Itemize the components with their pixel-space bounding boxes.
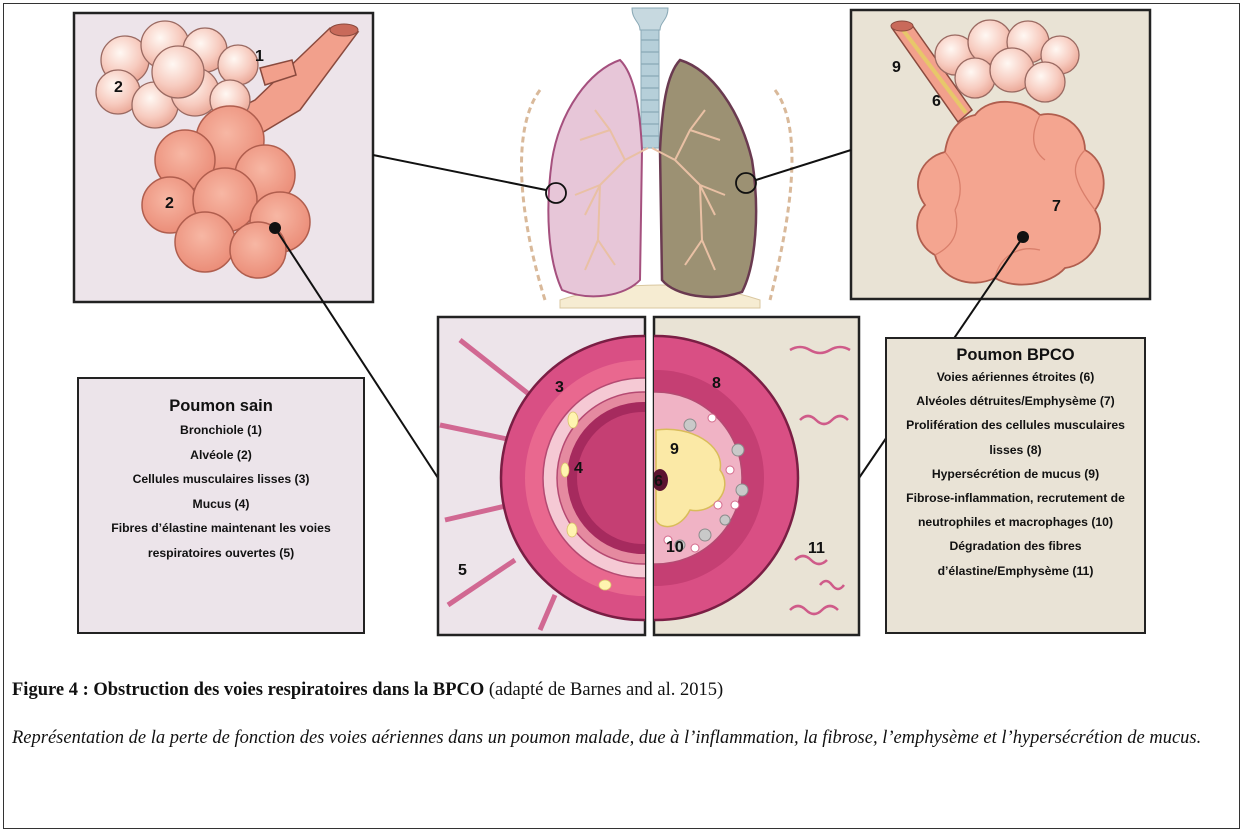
healthy-legend-item: respiratoires ouvertes (5) [79,541,363,566]
figure-caption-description: Représentation de la perte de fonction d… [12,720,1232,757]
label-9-bottom: 9 [670,441,679,458]
label-7: 7 [1052,198,1061,215]
copd-legend-item: Dégradation des fibres [887,534,1144,558]
copd-legend-item: neutrophiles et macrophages (10) [887,510,1144,534]
copd-legend-item: Fibrose-inflammation, recrutement de [887,486,1144,510]
label-9-top: 9 [892,59,901,76]
healthy-legend-item: Alvéole (2) [79,443,363,468]
healthy-alveoli-panel: 1 2 2 [74,13,373,302]
copd-lung-legend: Poumon BPCO Voies aériennes étroites (6)… [885,337,1146,634]
copd-legend-item: d’élastine/Emphysème (11) [887,559,1144,583]
figure-caption-title: Figure 4 : Obstruction des voies respira… [12,680,723,701]
figure-label: Figure 4 : Obstruction des voies respira… [12,680,484,700]
label-4: 4 [574,460,583,477]
healthy-legend-item: Cellules musculaires lisses (3) [79,467,363,492]
label-2-top: 2 [114,79,123,96]
label-6-bottom: 6 [654,473,663,490]
label-2-bottom: 2 [165,195,174,212]
copd-legend-item: Prolifération des cellules musculaires [887,413,1144,437]
label-11: 11 [808,540,825,557]
lungs-illustration [521,8,791,308]
copd-legend-item: Hypersécrétion de mucus (9) [887,462,1144,486]
copd-legend-item: lisses (8) [887,438,1144,462]
copd-legend-title: Poumon BPCO [887,346,1144,365]
label-6-top: 6 [932,93,941,110]
figure-source: (adapté de Barnes and al. 2015) [484,680,723,700]
label-3: 3 [555,379,564,396]
healthy-legend-item: Fibres d’élastine maintenant les voies [79,516,363,541]
label-1: 1 [255,48,264,65]
label-8: 8 [712,375,721,392]
healthy-legend-item: Bronchiole (1) [79,418,363,443]
label-5: 5 [458,562,467,579]
label-10: 10 [666,539,684,556]
copd-legend-item: Alvéoles détruites/Emphysème (7) [887,389,1144,413]
healthy-legend-title: Poumon sain [79,397,363,416]
healthy-legend-item: Mucus (4) [79,492,363,517]
copd-alveoli-panel: 9 6 7 [851,10,1150,299]
copd-legend-item: Voies aériennes étroites (6) [887,365,1144,389]
healthy-lung-legend: Poumon sain Bronchiole (1) Alvéole (2) C… [77,377,365,634]
